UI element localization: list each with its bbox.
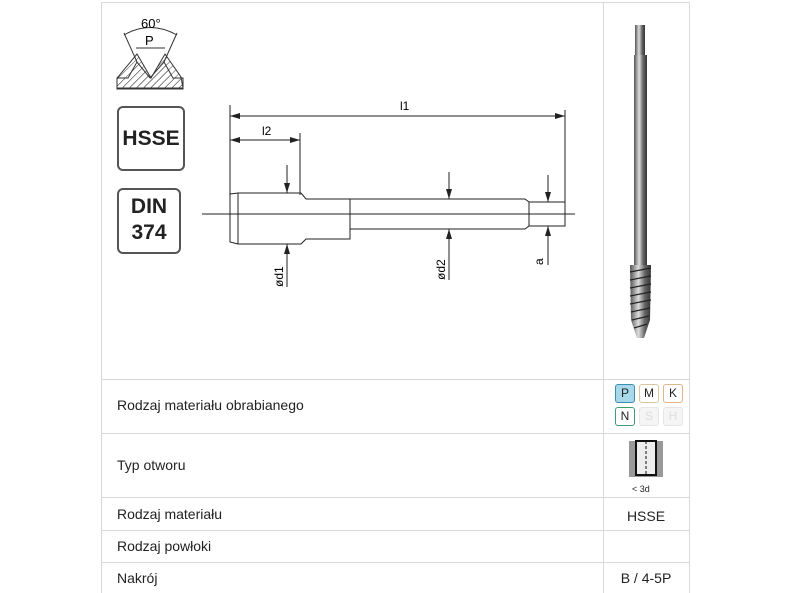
dimension-d2: ød2 [434,259,448,280]
material-group-k: K [663,384,683,403]
tool-material-value: HSSE [626,508,666,524]
tap-photo [629,25,652,338]
row-divider [101,530,689,531]
material-group-p: P [615,384,635,403]
thread-angle-label: 60° [141,16,161,31]
column-divider [603,2,604,593]
row-label-chamfer: Nakrój [117,570,158,586]
blind-hole-icon [629,440,663,477]
row-label-coating: Rodzaj powłoki [117,538,212,554]
dimension-l1: l1 [400,99,410,113]
thread-profile-icon: 60° P [116,16,184,90]
row-divider [101,562,689,563]
row-divider [101,433,689,434]
row-divider [101,379,689,380]
material-group-h: H [663,407,683,426]
table-border-right [689,2,690,593]
dimension-a: a [532,258,546,265]
material-group-s: S [639,407,659,426]
chamfer-value: B / 4-5P [620,570,672,586]
pitch-label: P [145,33,154,48]
material-badge: HSSE [117,106,185,171]
material-group-n: N [615,407,635,426]
row-label-workpiece-material: Rodzaj materiału obrabianego [117,397,304,413]
row-divider [101,497,689,498]
material-group-m: M [639,384,659,403]
standard-badge-line2: 374 [131,221,167,244]
row-label-tool-material: Rodzaj materiału [117,506,223,522]
standard-badge: DIN 374 [117,188,181,254]
table-border-top [101,2,689,3]
hole-depth-label: < 3d [632,484,650,494]
dimension-l2: l2 [262,124,272,138]
standard-badge-line1: DIN [130,195,168,218]
row-label-hole-type: Typ otworu [117,457,186,473]
table-border-left [101,2,102,593]
tap-technical-drawing: l1 l2 ød1 ød2 a [202,99,575,287]
dimension-d1: ød1 [272,266,286,287]
